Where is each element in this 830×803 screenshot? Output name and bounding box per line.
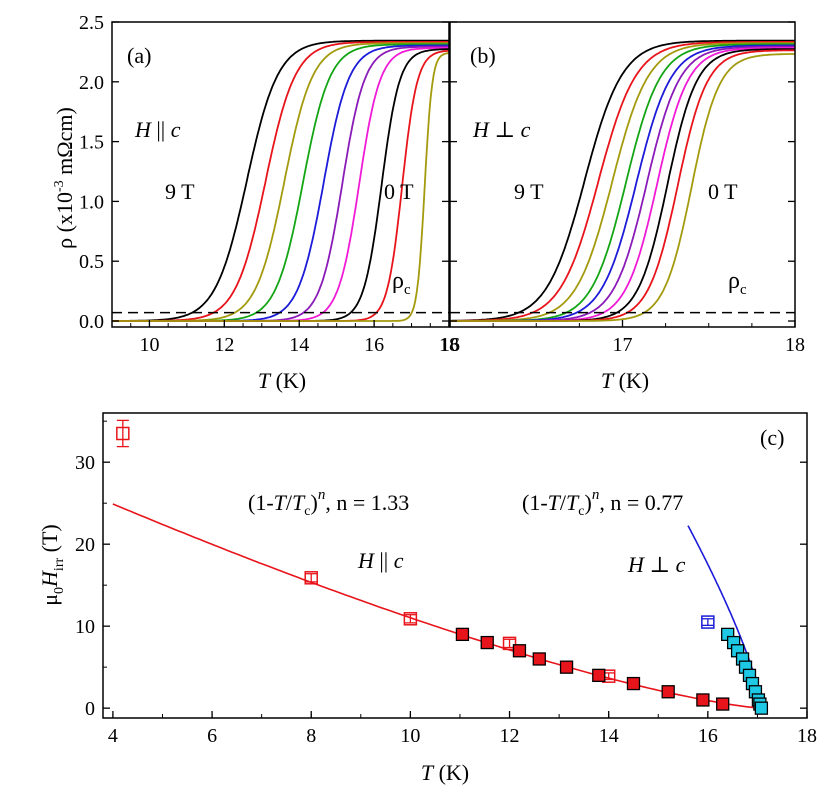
panel-b-curve-6 [450, 47, 795, 322]
panel-a-y-tick-label: 0.0 [79, 311, 104, 333]
filled-square-marker-1-0 [455, 627, 470, 642]
panel-c-frame [102, 412, 808, 719]
panel-c-x-tick-label: 18 [797, 725, 817, 747]
open-square-marker-2-0 [701, 615, 715, 629]
panel-c-y-tick-label: 10 [75, 616, 95, 638]
panel-c-x-tick-label: 8 [306, 725, 316, 747]
panel-a-y-axis-label: ρ (x10-3 mΩcm) [52, 107, 77, 249]
filled-square-marker-1-6 [626, 676, 641, 691]
panel-b-axes: 16 17 18 [440, 21, 805, 356]
panel-c: 4 6 8 10 12 14 16 18 0 10 20 30 (c) (1-T/Tc)n, n = … [37, 412, 817, 785]
panel-c-fit-lines [112, 503, 764, 709]
panel-c-axes: 4 6 8 10 12 14 16 18 0 10 20 30 [75, 420, 817, 747]
panel-c-data-points [116, 419, 769, 715]
panel-a-y-tick-label: 0.5 [79, 251, 104, 273]
panel-c-x-tick-label: 14 [599, 725, 619, 747]
open-square-marker-0-3 [502, 636, 517, 651]
panel-b-high-field-label: 9 T [514, 179, 544, 204]
panel-b-x-tick-label: 18 [785, 334, 805, 356]
filled-square-marker-1-3 [532, 652, 546, 666]
panel-c-x-tick-label: 4 [108, 725, 118, 747]
filled-square-marker-1-2 [512, 644, 527, 658]
panel-a-high-field-label: 9 T [165, 179, 195, 204]
panel-c-x-tick-label: 12 [500, 725, 520, 747]
panel-b-field-label: H ⊥ c [472, 117, 531, 142]
panel-a-x-tick-label: 14 [289, 334, 309, 356]
filled-square-marker-3-10 [754, 701, 769, 715]
panel-b-curve-1 [450, 41, 795, 322]
fit-formula-parallel: (1-T/Tc)n, n = 1.33 [248, 487, 409, 519]
panel-a-x-tick-label: 12 [214, 334, 234, 356]
panel-a-x-tick-label: 10 [139, 334, 159, 356]
panel-c-y-tick-label: 20 [75, 534, 95, 556]
panel-b-curve-5 [450, 45, 795, 322]
panel-b-curve-3 [450, 43, 795, 322]
panel-c-x-tick-label: 10 [400, 725, 420, 747]
panel-a-field-label: H || c [134, 117, 181, 142]
panel-b-zero-field-label: 0 T [708, 179, 738, 204]
fit-formula-perpendicular: (1-T/Tc)n, n = 0.77 [522, 487, 683, 519]
filled-square-marker-1-7 [661, 685, 675, 699]
panel-c-y-axis-label: μ0Hirr (T) [37, 524, 67, 606]
panel-b-curve-2 [450, 42, 795, 322]
panel-a-zero-field-label: 0 T [384, 179, 414, 204]
panel-b: 16 17 18 (b) H ⊥ c 9 T 0 T ρc T (K) [440, 21, 805, 393]
filled-square-marker-1-9 [716, 697, 730, 711]
panel-b-x-tick-label: 17 [613, 334, 633, 356]
label-h-perpendicular-c: H ⊥ c [627, 552, 686, 577]
panel-b-curve-0 [450, 39, 795, 322]
panel-a-label: (a) [127, 43, 151, 68]
panel-c-x-tick-label: 6 [207, 725, 217, 747]
panel-c-y-tick-label: 0 [85, 698, 95, 720]
panel-b-x-axis-label: T (K) [601, 368, 649, 393]
filled-square-marker-1-1 [480, 635, 494, 650]
panel-c-label: (c) [760, 425, 784, 450]
panel-c-x-axis-label: T (K) [421, 760, 469, 785]
panel-b-criterion-label: ρc [728, 268, 747, 298]
panel-a-curve-0 [112, 39, 449, 322]
panel-a-y-tick-label: 1.5 [79, 132, 104, 154]
panel-b-curve-9 [450, 53, 795, 322]
fit-line-0 [112, 503, 763, 709]
panel-a-y-tick-label: 2.0 [79, 72, 104, 94]
panel-a-y-tick-label: 2.5 [79, 12, 104, 34]
open-square-marker-0-0 [116, 426, 130, 441]
panel-c-x-tick-label: 16 [698, 725, 718, 747]
filled-square-marker-1-5 [592, 668, 606, 683]
panel-b-curve-7 [450, 48, 795, 322]
panel-b-curves [450, 39, 795, 322]
label-h-parallel-c: H || c [357, 548, 404, 573]
open-square-marker-0-1 [304, 571, 318, 585]
panel-a-x-tick-label: 16 [364, 334, 384, 356]
panel-a-curve-9 [112, 52, 450, 322]
panel-b-curve-4 [450, 44, 795, 322]
panel-c-y-tick-label: 30 [75, 452, 95, 474]
panel-b-curve-8 [450, 49, 795, 322]
panel-a-y-tick-label: 1.0 [79, 191, 104, 213]
panel-a-criterion-label: ρc [392, 268, 411, 298]
filled-square-marker-1-4 [559, 660, 574, 674]
panel-b-label: (b) [470, 43, 496, 68]
open-square-marker-0-2 [403, 612, 418, 626]
panel-a-x-axis-label: T (K) [258, 368, 306, 393]
panel-a-x-tick-label: 18 [439, 334, 459, 356]
filled-square-marker-1-8 [696, 693, 710, 707]
panel-b-x-tick-label: 16 [440, 334, 460, 356]
